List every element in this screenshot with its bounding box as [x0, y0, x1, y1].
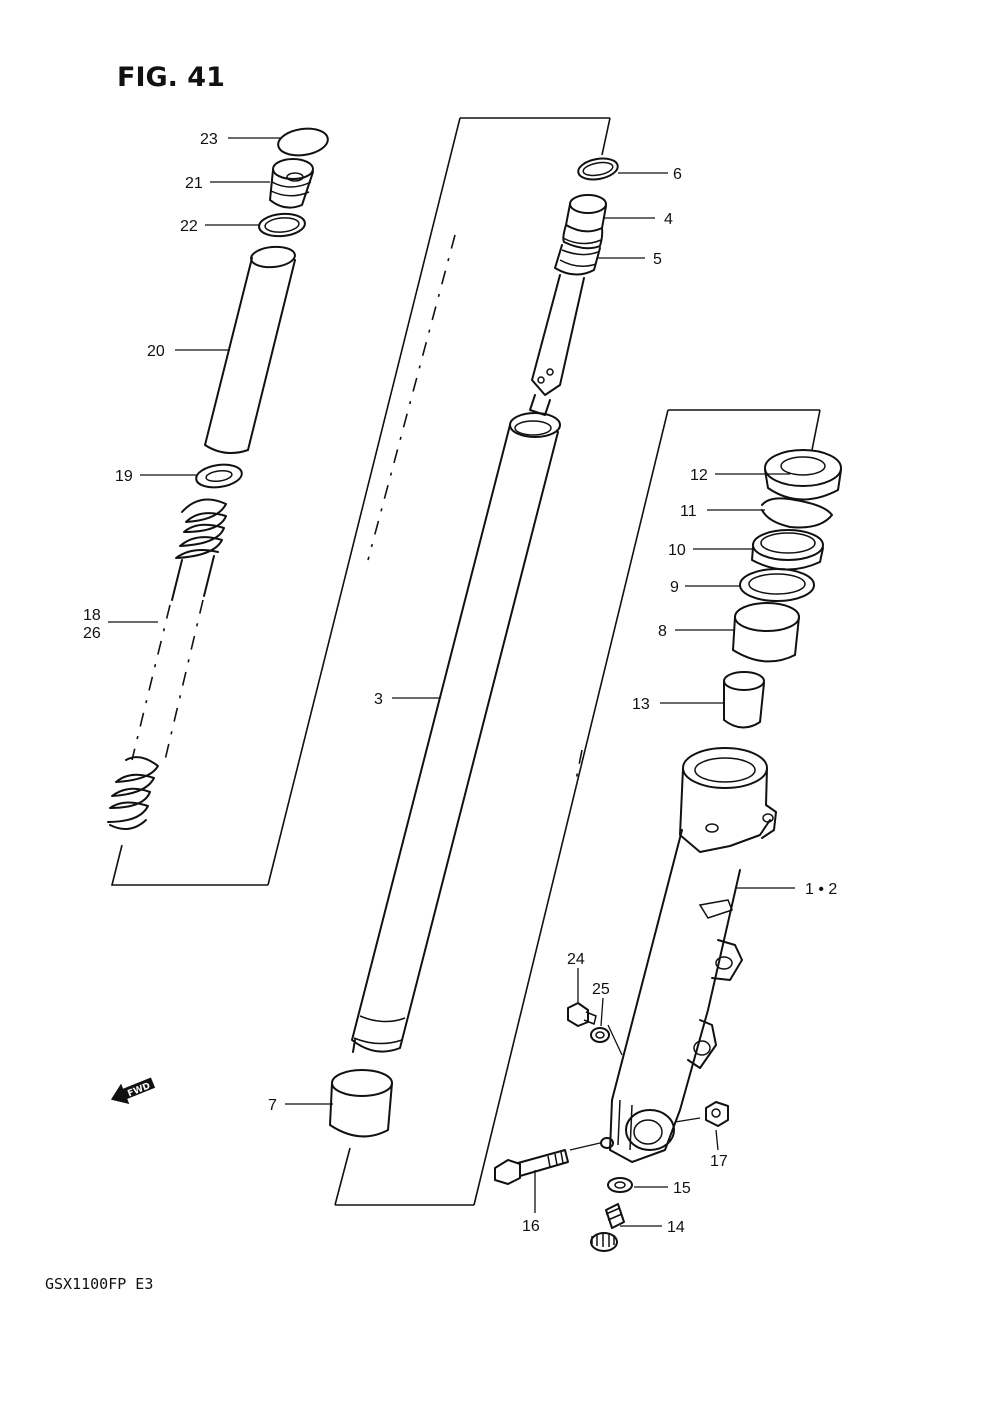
center-frame-top-drop	[811, 409, 821, 451]
callout-3: 3	[374, 691, 383, 708]
callout-19: 19	[115, 468, 133, 485]
callout-16: 16	[522, 1218, 540, 1235]
part-16-axle-bolt	[494, 1137, 614, 1185]
part-10-oil-seal	[751, 529, 824, 571]
center-frame-diagonal	[473, 409, 669, 1206]
part-11-clip	[761, 497, 833, 529]
left-frame-top-drop	[601, 117, 611, 156]
part-8-bushing	[732, 602, 800, 663]
callout-6: 6	[673, 166, 682, 183]
figure-title: FIG. 41	[117, 62, 225, 93]
callout-24: 24	[567, 951, 585, 968]
part-21-plug	[269, 158, 314, 209]
callout-12: 12	[690, 467, 708, 484]
callout-26: 26	[83, 625, 101, 642]
callout-4: 4	[664, 211, 673, 228]
callout-13: 13	[632, 696, 650, 713]
model-code: GSX1100FP E3	[45, 1275, 153, 1293]
part-25-washer	[590, 1027, 610, 1043]
left-frame-diagonal	[267, 117, 461, 886]
callout-25: 25	[592, 981, 610, 998]
part-15-washer	[607, 1177, 633, 1193]
part-9-washer	[739, 568, 815, 602]
fwd-label: FWD	[126, 1081, 152, 1099]
part-20-spacer	[204, 245, 296, 455]
center-frame-left	[334, 1147, 351, 1206]
callout-15: 15	[673, 1180, 691, 1197]
callout-23: 23	[200, 131, 218, 148]
part-22-o-ring	[258, 212, 306, 238]
callout-8: 8	[658, 623, 667, 640]
center-guide-line	[367, 234, 456, 561]
callout-20: 20	[147, 343, 165, 360]
part-24-bolt	[567, 1002, 597, 1027]
callout-10: 10	[668, 542, 686, 559]
center-guide-tick	[575, 749, 583, 781]
callout-11: 11	[680, 503, 697, 520]
part-5-piston-rings	[554, 224, 604, 276]
part-12-dust-seal	[764, 449, 842, 501]
part-18-fork-spring	[107, 498, 227, 830]
part-1-2-outer-tube	[609, 747, 777, 1163]
part-6-ring	[577, 157, 619, 181]
callout-7: 7	[268, 1097, 277, 1114]
damper-rod	[529, 274, 585, 416]
part-7-bushing	[329, 1069, 393, 1138]
part-3-inner-tube	[351, 412, 561, 1053]
part-4-cylinder-top	[565, 194, 607, 233]
callout-9: 9	[670, 579, 679, 596]
part-23-cap	[277, 127, 329, 157]
callout-21: 21	[185, 175, 203, 192]
part-17-nut	[705, 1101, 729, 1127]
part-19-washer	[195, 463, 243, 489]
callout-18: 18	[83, 607, 101, 624]
callout-1-2: 1 • 2	[805, 881, 837, 898]
callout-22: 22	[180, 218, 198, 235]
part-13-oil-lock	[723, 671, 765, 729]
left-group-frame	[110, 844, 268, 886]
callout-14: 14	[667, 1219, 685, 1236]
callout-17: 17	[710, 1153, 728, 1170]
callout-5: 5	[653, 251, 662, 268]
part-14-bolt	[590, 1203, 625, 1252]
fwd-arrow-icon: FWD	[110, 1077, 156, 1105]
leader-lines	[108, 137, 795, 1227]
